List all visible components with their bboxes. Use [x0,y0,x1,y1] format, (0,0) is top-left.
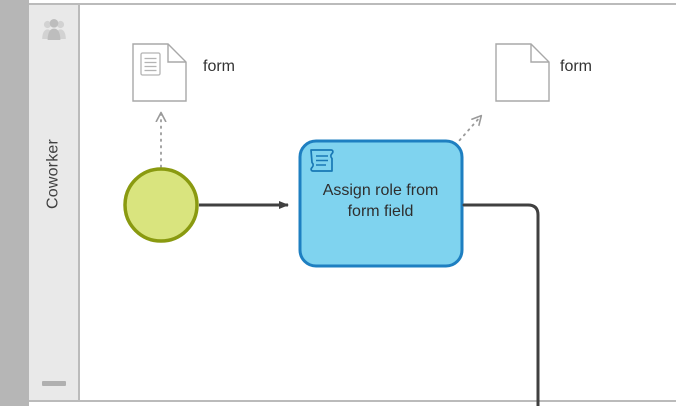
lane-collapse-handle[interactable] [42,381,66,386]
data-object-form-input[interactable] [132,43,187,102]
data-object-output-label: form [560,58,592,75]
pool-top-border [29,3,676,5]
lane-header-divider [78,5,80,400]
script-task-icon [310,149,334,172]
data-object-form-output[interactable] [495,43,550,102]
data-object-input-label: form [203,58,235,75]
script-task[interactable] [298,139,464,268]
people-icon [41,17,67,43]
task-label: Assign role from form field [302,180,459,222]
sequence-flow-task-outgoing[interactable] [462,203,540,406]
task-label-line-2: form field [347,203,414,220]
start-event[interactable] [123,167,199,243]
task-label-line-1: Assign role from [322,182,439,199]
canvas-left-gutter [0,0,29,406]
pool-bottom-border [29,400,676,402]
lane-header[interactable]: Coworker [29,5,78,400]
